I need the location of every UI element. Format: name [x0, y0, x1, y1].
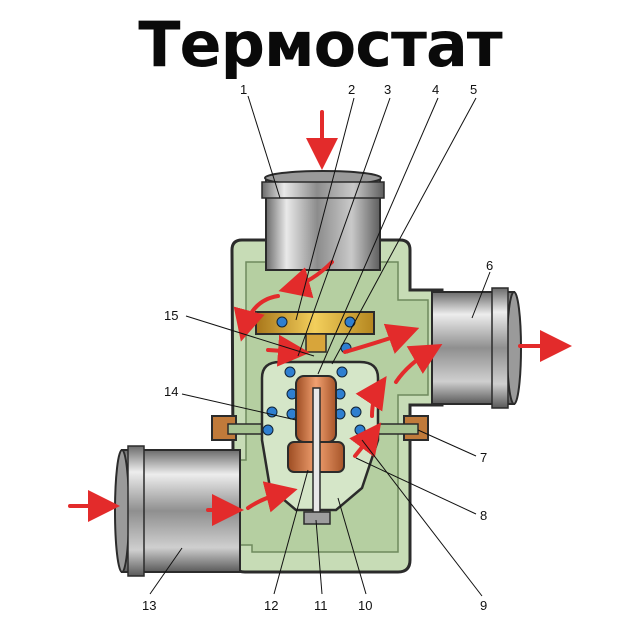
leader-lines [149, 95, 491, 597]
label-2: 2 [348, 82, 355, 97]
label-14: 14 [164, 384, 178, 399]
right-outlet-pipe [431, 287, 522, 409]
label-4: 4 [432, 82, 439, 97]
label-12: 12 [264, 598, 278, 613]
part-number-labels: 1 2 3 4 5 6 7 8 9 10 11 12 13 14 15 [142, 82, 493, 613]
label-9: 9 [480, 598, 487, 613]
label-8: 8 [480, 508, 487, 523]
main-valve [255, 311, 375, 353]
thermal-element [287, 375, 345, 525]
top-inlet-pipe [261, 170, 385, 271]
label-5: 5 [470, 82, 477, 97]
label-6: 6 [486, 258, 493, 273]
label-10: 10 [358, 598, 372, 613]
page-title: Термостат [138, 8, 502, 81]
label-3: 3 [384, 82, 391, 97]
label-13: 13 [142, 598, 156, 613]
coolant-flow-arrows [68, 110, 572, 526]
label-1: 1 [240, 82, 247, 97]
label-15: 15 [164, 308, 178, 323]
label-11: 11 [314, 598, 328, 613]
label-7: 7 [480, 450, 487, 465]
